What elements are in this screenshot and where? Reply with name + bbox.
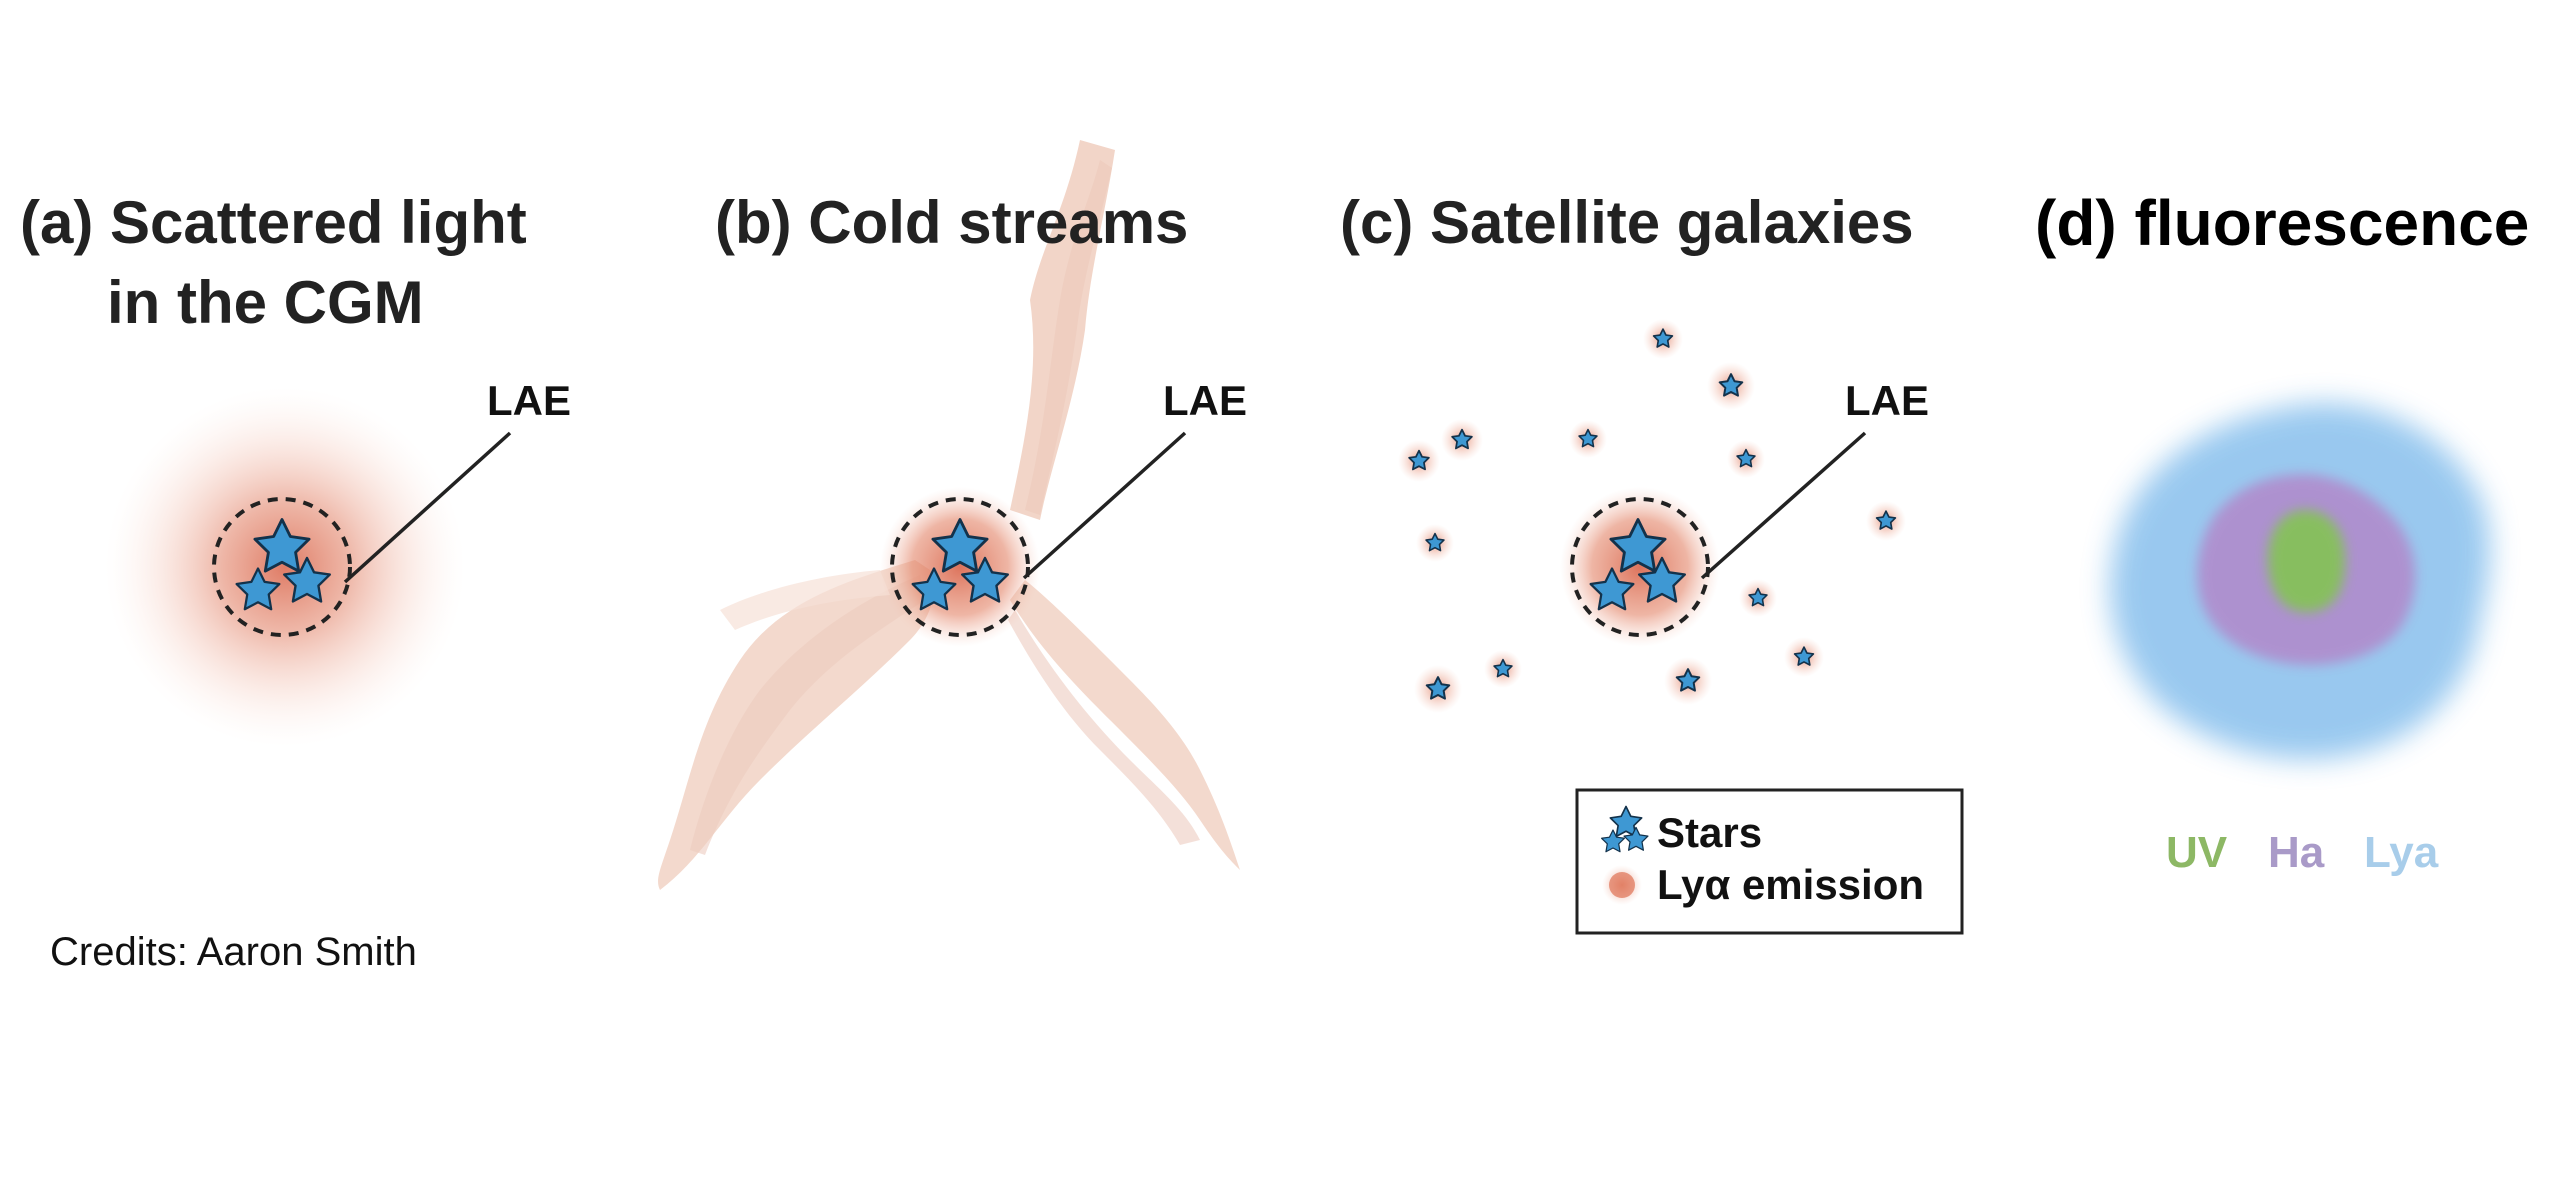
galaxy-boundary <box>1570 497 1710 637</box>
panel-a-title-line2: in the CGM <box>107 269 424 336</box>
lae-pointer-line <box>1700 431 1867 580</box>
cold-stream-top <box>1010 140 1115 520</box>
satellite-galaxies <box>1398 319 1906 713</box>
satellite-star-icon <box>1425 676 1451 700</box>
star-icon <box>235 567 281 611</box>
satellite-star-icon <box>1748 587 1768 607</box>
star-icon <box>1637 556 1687 603</box>
panel-c-lae-label: LAE <box>1845 377 1929 424</box>
satellite-star-icon <box>1425 532 1445 552</box>
panel-c-title: (c) Satellite galaxies <box>1340 189 1914 256</box>
satellite-star-icon <box>1578 428 1598 448</box>
panel-b-title: (b) Cold streams <box>715 189 1188 256</box>
band-label-lya: Lya <box>2364 828 2439 877</box>
cold-stream-right <box>1008 580 1240 870</box>
legend-lya-label: Lyα emission <box>1657 861 1924 908</box>
cgm-halo <box>105 387 465 747</box>
band-label-ha: Ha <box>2268 828 2325 877</box>
satellite-star-icon <box>1793 646 1815 666</box>
star-icon <box>931 518 989 573</box>
cgm-halo <box>1560 487 1720 647</box>
legend-lya-dot <box>1609 872 1635 898</box>
satellite-star-icon <box>1675 668 1701 692</box>
satellite-star-icon <box>1718 373 1744 397</box>
legend-stars-icon <box>1623 826 1649 851</box>
legend-stars-icon <box>1600 829 1626 853</box>
legend-stars-label: Stars <box>1657 809 1762 856</box>
star-icon <box>282 556 332 603</box>
panel-a-lae-label: LAE <box>487 377 571 424</box>
band-label-uv: UV <box>2166 828 2228 877</box>
lae-pointer-line <box>1022 431 1187 580</box>
satellite-star-icon <box>1493 658 1513 678</box>
star-icon <box>1589 567 1635 611</box>
cgm-halo <box>880 487 1040 647</box>
lae-pointer-line <box>343 431 512 584</box>
panel-b-lae-label: LAE <box>1163 377 1247 424</box>
star-icon <box>253 518 311 573</box>
credits-text: Credits: Aaron Smith <box>50 930 417 974</box>
legend: Stars Lyα emission <box>1575 788 1964 935</box>
uv-emission-region <box>2267 510 2345 613</box>
panel-d: (d) fluorescence UV Ha Lya <box>2035 187 2529 877</box>
star-icon <box>911 567 957 611</box>
galaxy-boundary <box>890 497 1030 637</box>
star-icon <box>1609 518 1667 573</box>
legend-stars-icon <box>1609 805 1643 838</box>
legend-box <box>1575 788 1964 935</box>
panel-d-title: (d) fluorescence <box>2035 187 2529 259</box>
satellite-star-icon <box>1875 510 1897 530</box>
panel-a: (a) Scattered light in the CGM LAE <box>20 189 571 747</box>
galaxy-boundary <box>212 497 352 637</box>
star-icon <box>960 556 1010 603</box>
panel-c: (c) Satellite galaxies LAE Stars Lyα emi… <box>1340 189 1964 935</box>
satellite-star-icon <box>1408 449 1430 471</box>
panel-b: (b) Cold streams LAE <box>658 140 1247 890</box>
panel-a-title-line1: (a) Scattered light <box>20 189 527 256</box>
satellite-star-icon <box>1451 428 1473 450</box>
satellite-star-icon <box>1736 448 1756 468</box>
satellite-star-icon <box>1652 328 1674 348</box>
